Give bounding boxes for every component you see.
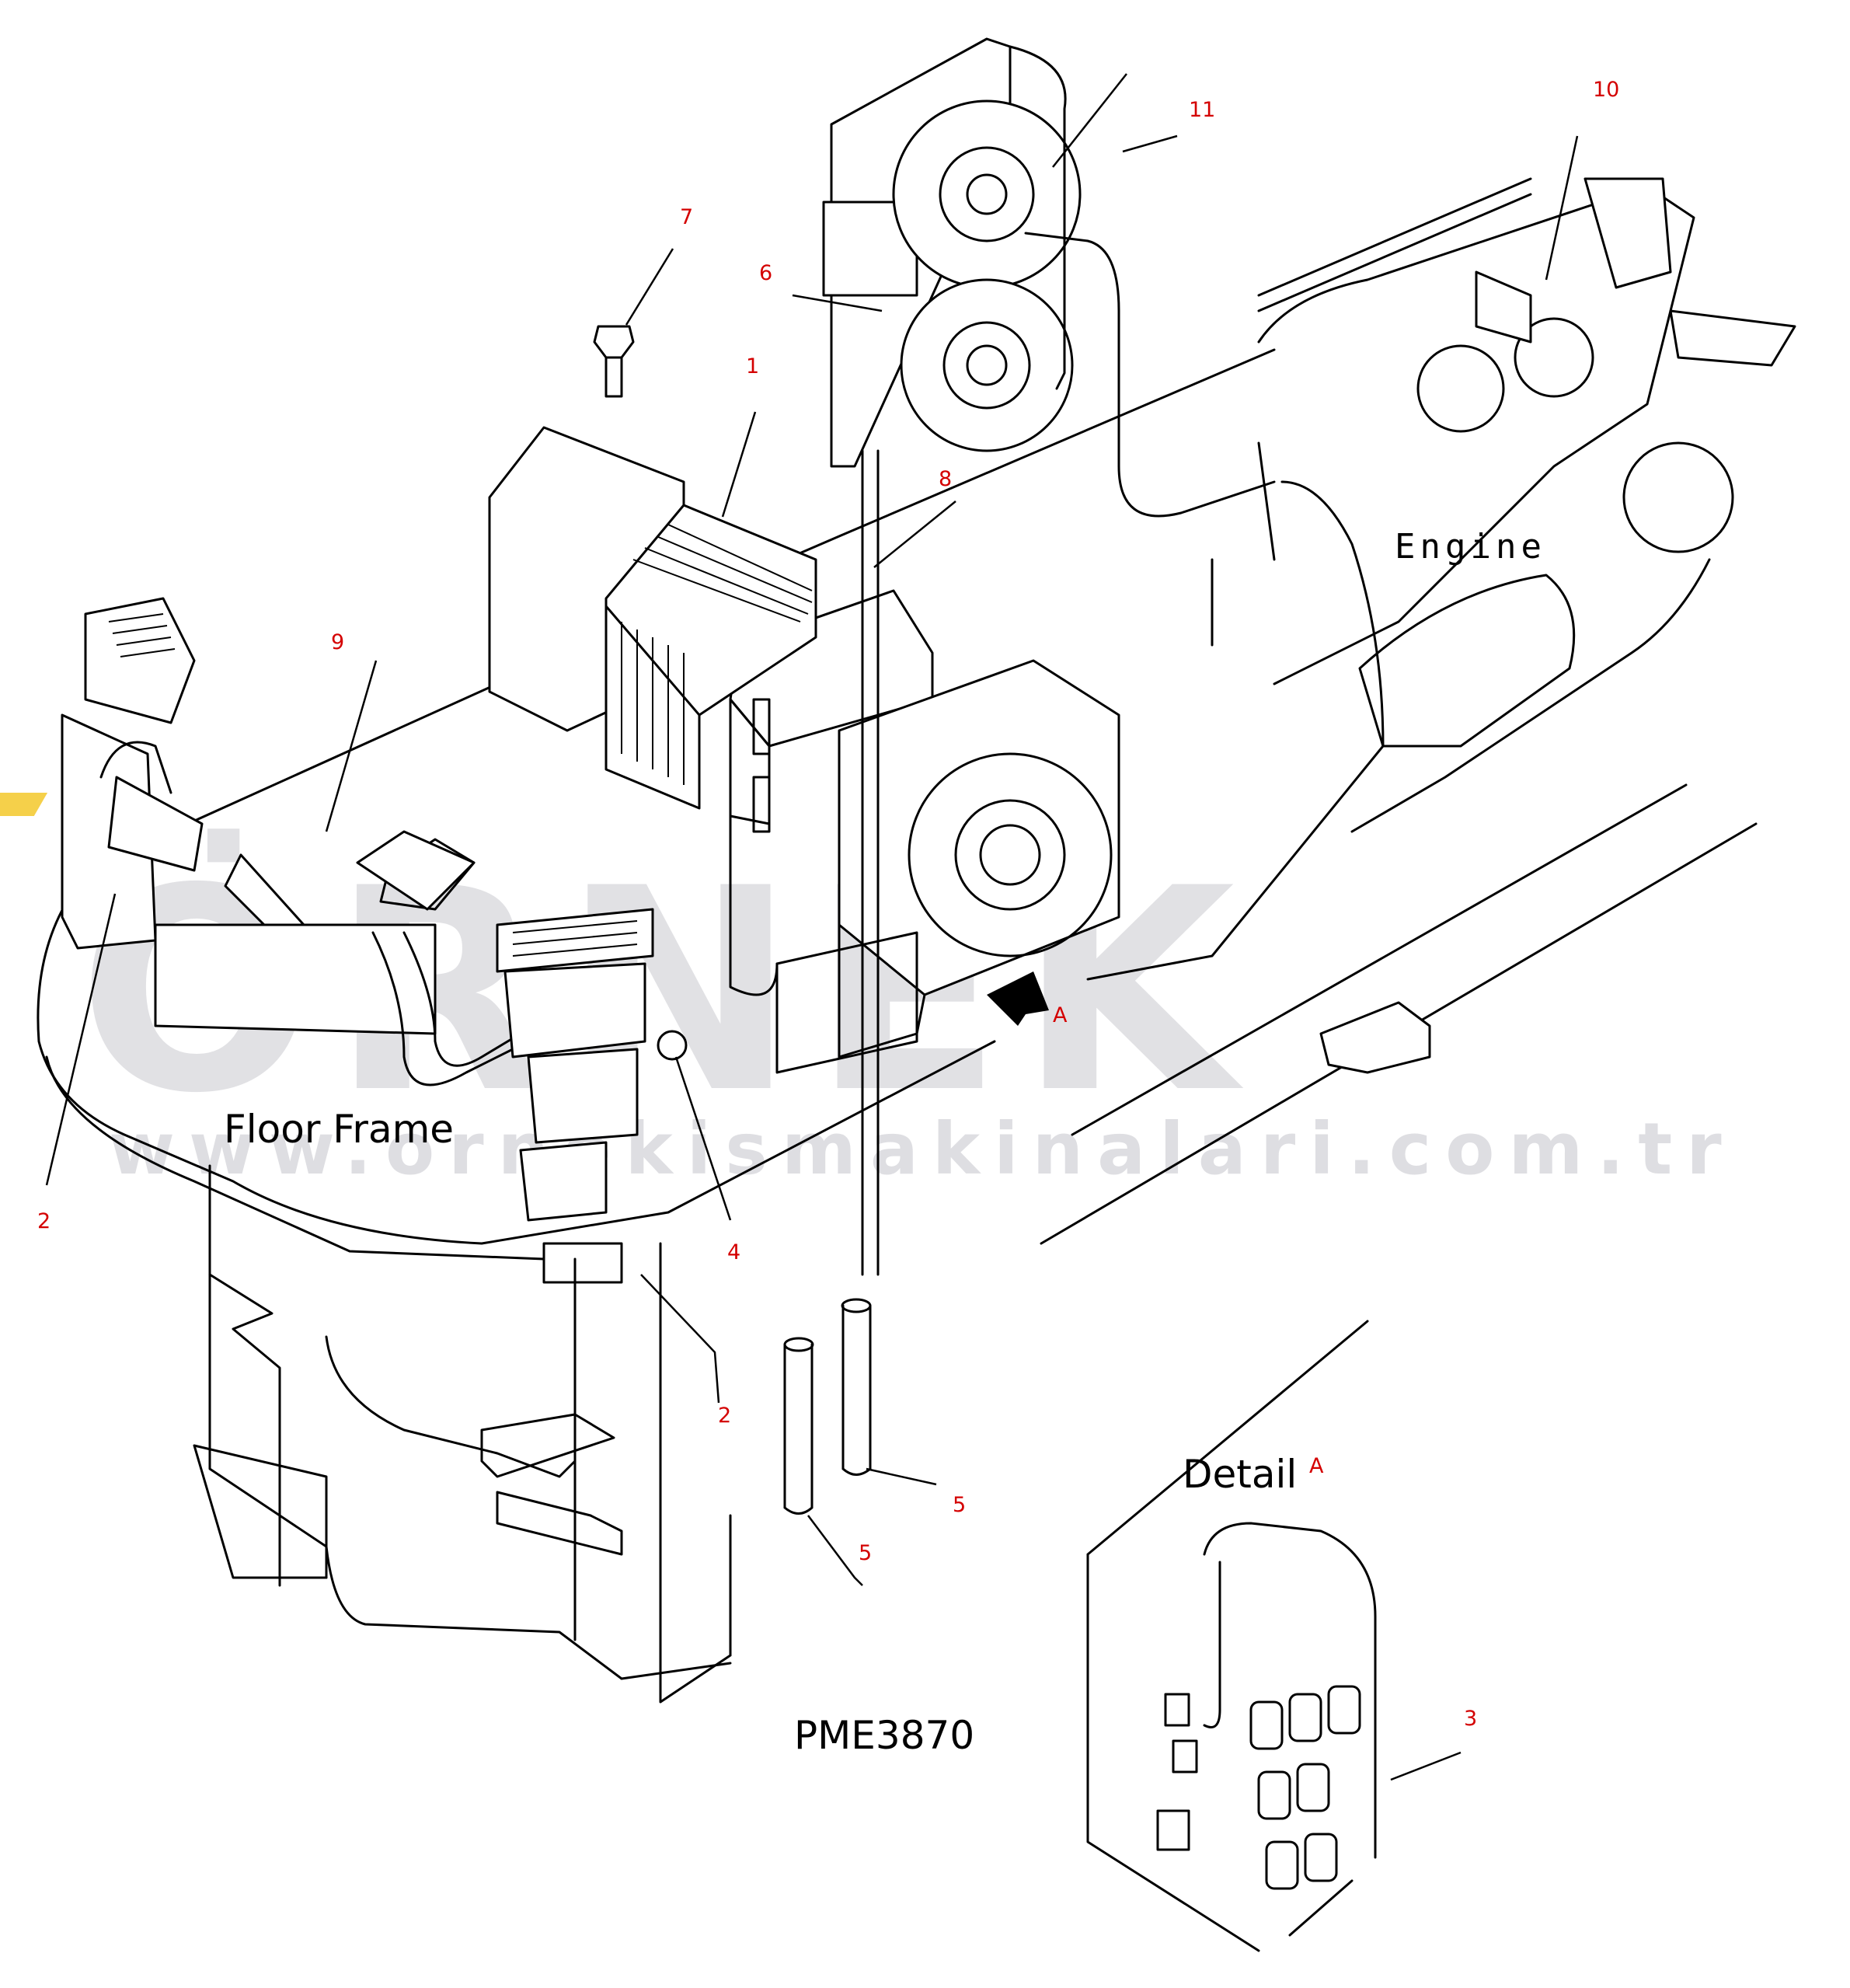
floor-frame-label: Floor Frame	[224, 1107, 454, 1152]
callout-11: 11	[1189, 98, 1215, 122]
callout-7: 7	[680, 205, 693, 229]
callout-4: 4	[727, 1240, 740, 1264]
callout-9: 9	[331, 630, 344, 654]
detail-label: Detail	[1183, 1452, 1297, 1497]
watermark-url: www.ornekismakinalari.com.tr	[109, 1107, 1736, 1191]
aircon-unit	[729, 589, 1120, 1074]
bolt	[593, 325, 635, 398]
detail-a-inset	[1086, 1320, 1377, 1952]
callout-5-left: 5	[859, 1541, 872, 1565]
callout-3: 3	[1464, 1707, 1477, 1731]
watermark-accent-right	[0, 793, 48, 816]
condenser-grille	[621, 524, 813, 785]
view-arrow-a	[987, 971, 1049, 1026]
leader-lines	[45, 73, 1579, 1781]
callout-8: 8	[939, 467, 952, 491]
callout-5-right: 5	[953, 1493, 966, 1517]
floor-frame-drawing	[37, 348, 1758, 1704]
detail-fittings	[1156, 1685, 1361, 1890]
compressor-assembly	[822, 37, 1276, 1276]
callout-2-center: 2	[718, 1404, 731, 1428]
condenser-unit	[488, 426, 817, 810]
callout-1: 1	[746, 354, 759, 378]
callout-6: 6	[759, 261, 772, 285]
drawing-code: PME3870	[794, 1713, 974, 1758]
labels: Engine Floor Frame Detail A PME3870	[224, 527, 1546, 1758]
drain-hoses	[783, 1298, 872, 1515]
callout-2-left: 2	[37, 1209, 51, 1233]
callout-10: 10	[1593, 78, 1619, 102]
detail-ref-label: A	[1309, 1454, 1324, 1478]
callouts: 1 2 2 3 4 5 5 6 7 8 9 10 11 A	[37, 78, 1619, 1731]
callout-a: A	[1053, 1003, 1068, 1027]
engine-drawing	[1086, 177, 1796, 981]
engine-label: Engine	[1395, 527, 1546, 567]
duct-assembly	[61, 597, 688, 1284]
